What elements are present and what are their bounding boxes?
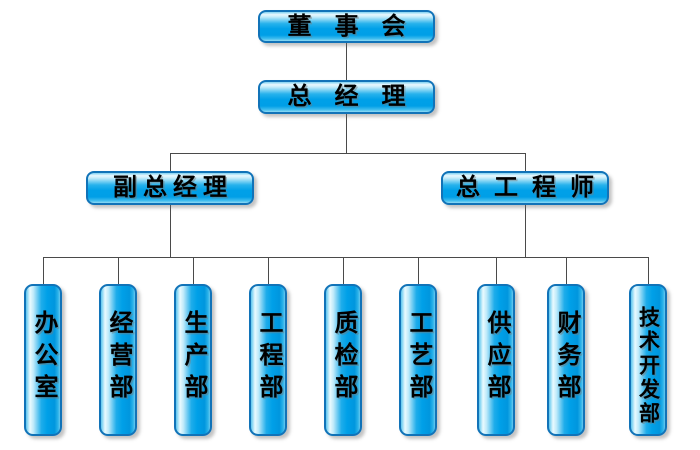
connector-line [346, 114, 347, 153]
connector-line [43, 257, 44, 284]
connector-line [43, 257, 649, 258]
connector-line [118, 257, 119, 284]
connector-line [193, 257, 194, 284]
org-node-dept-office: 办公室 [24, 284, 62, 436]
org-node-deputy-general-manager-label: 副总经理 [113, 174, 233, 201]
org-node-dept-tech-development-label: 技术开发部 [636, 306, 660, 426]
org-node-dept-engineering-label: 工程部 [255, 310, 282, 406]
org-node-board: 董事会 [258, 10, 435, 43]
org-node-chief-engineer-label: 总工程师 [456, 174, 608, 201]
org-node-dept-production-label: 生产部 [180, 310, 207, 406]
org-node-dept-finance-label: 财务部 [553, 310, 580, 406]
connector-line [170, 205, 171, 257]
org-node-dept-process-label: 工艺部 [405, 310, 432, 406]
connector-line [525, 153, 526, 171]
connector-line [525, 205, 526, 257]
org-node-general-manager-label: 总经理 [287, 83, 429, 110]
org-node-dept-process: 工艺部 [399, 284, 437, 436]
org-node-deputy-general-manager: 副总经理 [86, 171, 254, 205]
org-node-dept-quality-inspection: 质检部 [324, 284, 362, 436]
connector-line [648, 257, 649, 284]
org-node-chief-engineer: 总工程师 [441, 171, 609, 205]
org-node-dept-finance: 财务部 [547, 284, 585, 436]
org-node-dept-quality-inspection-label: 质检部 [330, 310, 357, 406]
org-node-dept-tech-development: 技术开发部 [629, 284, 667, 436]
org-node-dept-supply-label: 供应部 [483, 310, 510, 406]
org-node-dept-engineering: 工程部 [249, 284, 287, 436]
connector-line [170, 153, 526, 154]
connector-line [170, 153, 171, 171]
org-node-dept-supply: 供应部 [477, 284, 515, 436]
org-node-general-manager: 总经理 [258, 80, 435, 114]
org-node-dept-business-label: 经营部 [105, 310, 132, 406]
connector-line [418, 257, 419, 284]
connector-line [346, 43, 347, 80]
connector-line [268, 257, 269, 284]
connector-line [496, 257, 497, 284]
connector-line [566, 257, 567, 284]
org-node-dept-production: 生产部 [174, 284, 212, 436]
connector-line [343, 257, 344, 284]
org-node-dept-business: 经营部 [99, 284, 137, 436]
org-node-board-label: 董事会 [287, 12, 429, 40]
org-node-dept-office-label: 办公室 [30, 310, 57, 406]
